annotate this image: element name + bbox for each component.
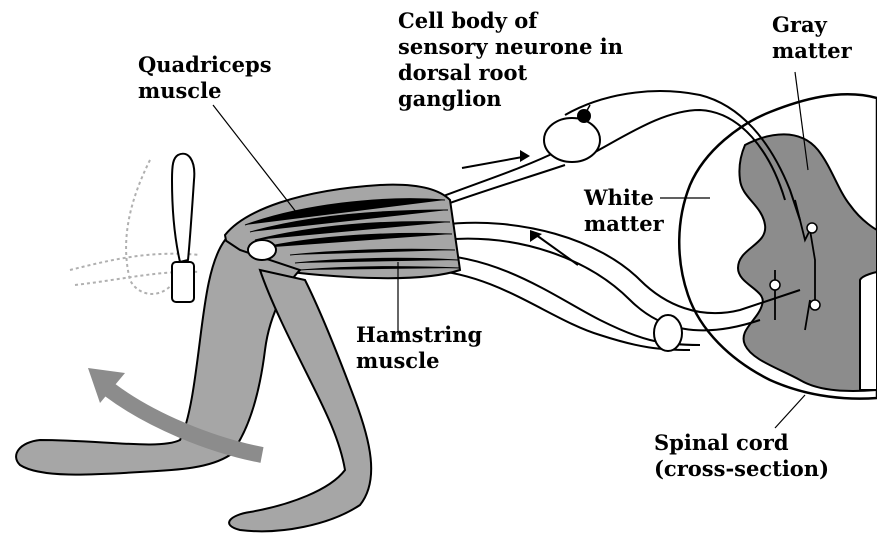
cell-body-label-line-1: Cell body of xyxy=(398,8,623,34)
hamstring-label-line-1: Hamstring xyxy=(356,322,482,348)
cell-body-label-line-4: ganglion xyxy=(398,86,623,112)
white-matter-label: White matter xyxy=(584,185,664,237)
quadriceps-label: Quadriceps muscle xyxy=(138,52,272,104)
cell-body-label-line-2: sensory neurone in xyxy=(398,34,623,60)
gray-matter-label: Gray matter xyxy=(772,12,852,64)
cell-body-label-line-3: dorsal root xyxy=(398,60,623,86)
lower-leg xyxy=(16,240,300,475)
spinal-cord-label-line-2: (cross-section) xyxy=(654,456,829,482)
spinal-cord-label-line-1: Spinal cord xyxy=(654,430,829,456)
central-column xyxy=(860,272,877,390)
ventral-root xyxy=(654,315,682,351)
gray-matter-label-line-1: Gray xyxy=(772,12,852,38)
cell-body-label: Cell body of sensory neurone in dorsal r… xyxy=(398,8,623,112)
hamstring-label: Hamstring muscle xyxy=(356,322,482,374)
patella xyxy=(248,240,276,260)
spinal-cord-label: Spinal cord (cross-section) xyxy=(654,430,829,482)
white-matter-label-line-2: matter xyxy=(584,211,664,237)
quadriceps-label-line-1: Quadriceps xyxy=(138,52,272,78)
white-matter-label-line-1: White xyxy=(584,185,664,211)
gray-matter-label-line-2: matter xyxy=(772,38,852,64)
quadriceps-label-line-2: muscle xyxy=(138,78,272,104)
reflex-hammer xyxy=(172,154,194,262)
afferent-arrow xyxy=(462,156,528,168)
dorsal-root-ganglion xyxy=(544,118,600,162)
hamstring-label-line-2: muscle xyxy=(356,348,482,374)
